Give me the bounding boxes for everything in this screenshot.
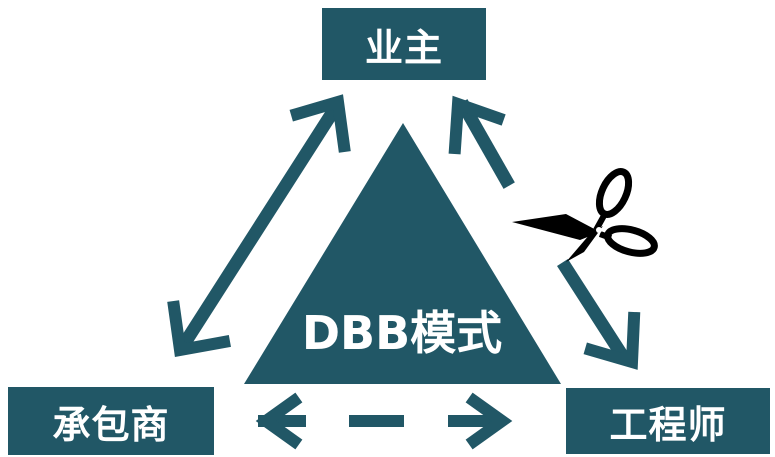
owner-box: 业主 — [322, 8, 486, 80]
dbb-triangle — [244, 123, 561, 384]
contractor-box: 承包商 — [8, 387, 214, 455]
engineer-box: 工程师 — [566, 388, 770, 454]
engineer-label: 工程师 — [609, 402, 727, 447]
dbb-mode-label: DBB模式 — [301, 306, 503, 360]
contractor-label: 承包商 — [52, 402, 170, 447]
arrow-owner-engineer — [448, 95, 641, 370]
scissors-icon — [512, 168, 658, 262]
arrow-owner-contractor — [167, 94, 351, 358]
owner-label: 业主 — [364, 25, 443, 70]
arrow-contractor-engineer-dashed — [255, 392, 513, 450]
